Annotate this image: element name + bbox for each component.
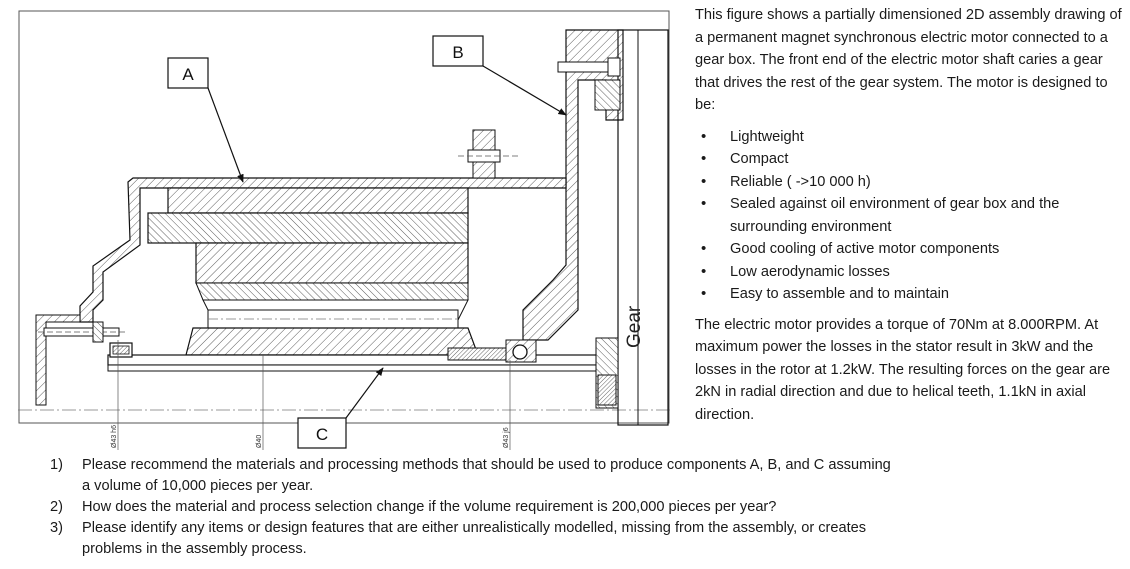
dimension-label-3: Ø43 j6 [503, 427, 510, 448]
question-list: 1) Please recommend the materials and pr… [40, 455, 900, 560]
feature-item: Low aerodynamic losses [695, 261, 1125, 284]
gear-label: Gear [624, 305, 645, 348]
top-stud-bolt [458, 129, 518, 179]
motor-housing-a [79, 177, 567, 356]
feature-item: Reliable ( ->10 000 h) [695, 171, 1125, 194]
question-item: 3) Please identify any items or design f… [40, 518, 900, 560]
dimension-label-2: Ø40 [256, 435, 263, 448]
callout-b: B [432, 35, 567, 116]
callout-c: C [297, 367, 384, 449]
feature-item: Compact [695, 148, 1125, 171]
specs-paragraph: The electric motor provides a torque of … [695, 316, 1111, 423]
rear-end-cap [35, 314, 128, 406]
question-item: 2) How does the material and process sel… [40, 497, 900, 518]
question-text: How does the material and process select… [82, 499, 777, 515]
question-text: Please recommend the materials and proce… [82, 457, 891, 494]
intro-paragraph: This figure shows a partially dimensione… [695, 7, 1122, 113]
gearbox-housing-b [522, 29, 669, 426]
svg-text:A: A [182, 65, 194, 84]
feature-list: Lightweight Compact Reliable ( ->10 000 … [695, 126, 1125, 306]
question-item: 1) Please recommend the materials and pr… [40, 455, 900, 497]
bearing-front [505, 339, 537, 363]
dimension-label-1: Ø43 h6 [111, 425, 118, 448]
feature-item: Sealed against oil environment of gear b… [695, 193, 1125, 238]
callout-a: A [167, 57, 244, 183]
description-panel: This figure shows a partially dimensione… [695, 4, 1125, 426]
assembly-drawing: Ø43 h6 Ø40 Ø43 j6 A B C Gear [18, 10, 670, 450]
feature-item: Lightweight [695, 126, 1125, 149]
question-number: 1) [50, 457, 63, 473]
question-number: 2) [50, 499, 63, 515]
feature-item: Easy to assemble and to maintain [695, 283, 1125, 306]
bearing-rear [109, 342, 133, 358]
feature-item: Good cooling of active motor components [695, 238, 1125, 261]
question-number: 3) [50, 520, 63, 536]
gear-part [595, 337, 619, 409]
svg-text:C: C [316, 425, 328, 444]
question-text: Please identify any items or design feat… [82, 520, 867, 557]
svg-text:B: B [452, 43, 463, 62]
housing-bolt [557, 57, 621, 77]
